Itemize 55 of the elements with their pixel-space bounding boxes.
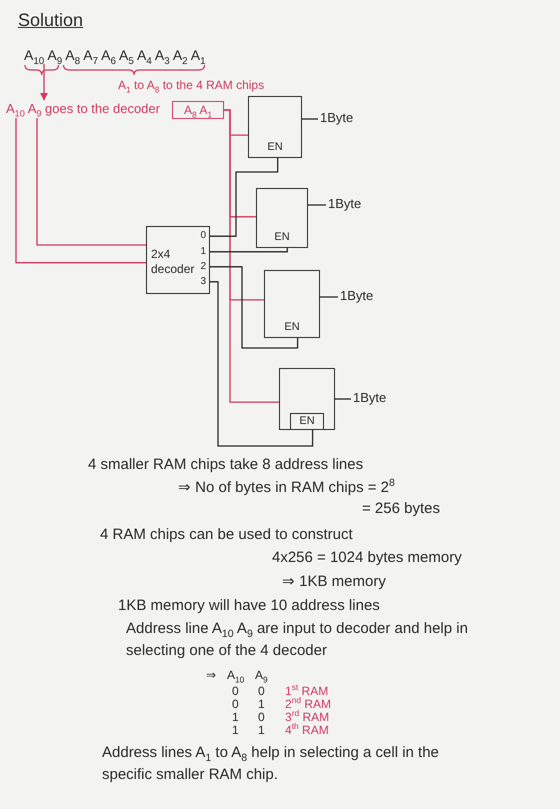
bit-value: 0 xyxy=(258,684,265,698)
output-size-label: 1Byte xyxy=(340,288,374,304)
enable-label: EN xyxy=(273,231,291,244)
address-bits-text: A$_{10}$ A$_{9}$ A$_{8}$ A$_{7}$ A$_{6}$ A$_{5}$ A$_{4}$ A$_{3}$ A$_{2}$ A$_{1}$ xyxy=(24,46,206,64)
connector-line xyxy=(210,158,278,237)
column-header: A$_{10}$ xyxy=(227,668,244,682)
note-text: A$_{1}$ to A$_{8}$ to the 4 RAM chips xyxy=(118,78,264,92)
output-number: 3 xyxy=(200,276,206,288)
decoder-label: 2x4 decoder xyxy=(151,247,196,277)
enable-label: EN xyxy=(290,413,324,429)
bit-value: 1 xyxy=(258,723,265,737)
enable-label: EN xyxy=(283,321,301,334)
column-header: A$_{9}$ xyxy=(255,668,268,682)
connector-line xyxy=(36,118,146,246)
note-text: ⇒ 1KB memory xyxy=(282,572,386,592)
connector-line xyxy=(224,109,279,403)
decoder-input-note: A$_{10}$ A$_{9}$ goes to the decoder xyxy=(6,100,160,118)
ram-label: 4$^{th}$ RAM xyxy=(285,723,329,737)
title-text: Solution xyxy=(18,10,84,31)
output-size-label: 1Byte xyxy=(353,390,386,406)
note-text: = 256 bytes xyxy=(362,499,440,519)
connector-line xyxy=(15,118,146,264)
note-text: 4 RAM chips can be used to construct xyxy=(100,525,353,545)
note-text: Address lines A$_{1}$ to A$_{8}$ help in selecting a cell in the specific smaller RAM chip. xyxy=(102,743,440,785)
output-number: 1 xyxy=(200,246,206,258)
ram-label: 3$^{rd}$ RAM xyxy=(285,710,330,724)
decoder-box xyxy=(146,226,210,294)
ram-label: 2$^{nd}$ RAM xyxy=(285,697,332,711)
connector-line xyxy=(210,248,288,252)
bit-value: 1 xyxy=(232,723,239,737)
note-text: ⇒ No of bytes in RAM chips = 2$^{8}$ xyxy=(178,477,395,498)
ram-chip-box xyxy=(279,368,335,430)
connector-line xyxy=(210,281,314,447)
bit-value: 1 xyxy=(258,697,265,711)
ram-chip-box xyxy=(256,188,308,248)
note-text: 4 smaller RAM chips take 8 address lines xyxy=(88,455,364,475)
output-size-label: 1Byte xyxy=(320,110,354,126)
ram-label: 1$^{st}$ RAM xyxy=(285,684,328,698)
ram-chip-box xyxy=(248,96,302,158)
output-number: 0 xyxy=(200,230,206,242)
note-text: 4x256 = 1024 bytes memory xyxy=(272,548,462,568)
note-text: Address line A$_{10}$ A$_{9}$ are input to decoder and help in selecting one of the 4 decoder xyxy=(126,619,469,661)
arrow xyxy=(40,64,48,101)
implies-symbol: ⇒ xyxy=(206,668,216,682)
output-size-label: 1Byte xyxy=(328,196,362,212)
ram-chip-box xyxy=(264,270,320,338)
bit-value: 1 xyxy=(232,710,239,724)
bit-value: 0 xyxy=(232,697,239,711)
connector-line xyxy=(210,266,298,349)
note-text: 1KB memory will have 10 address lines xyxy=(118,596,380,616)
output-number: 2 xyxy=(200,260,206,273)
address-bus-box: A$_{8}$ A$_{1}$ xyxy=(172,101,224,119)
bit-value: 0 xyxy=(232,684,239,698)
bit-value: 0 xyxy=(258,710,265,724)
enable-label: EN xyxy=(266,141,284,154)
